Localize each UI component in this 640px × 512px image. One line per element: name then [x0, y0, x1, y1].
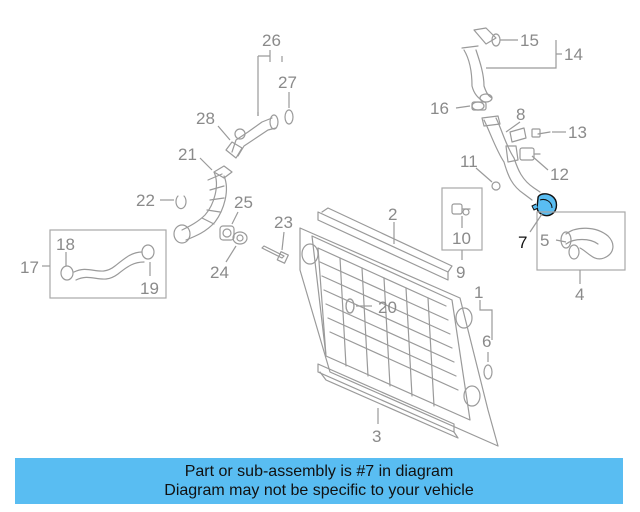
callout-9: 9: [456, 263, 465, 282]
info-banner: Part or sub-assembly is #7 in diagram Di…: [15, 458, 623, 504]
pipe-part-15[interactable]: [461, 27, 501, 103]
callout-28: 28: [196, 109, 215, 128]
callout-12: 12: [550, 165, 569, 184]
callout-4: 4: [575, 285, 584, 304]
bolt-part-24[interactable]: [232, 231, 248, 245]
hose-part-21[interactable]: [173, 165, 233, 244]
clamp-part-20[interactable]: [345, 298, 355, 314]
callout-11: 11: [460, 152, 478, 171]
callout-18: 18: [56, 235, 75, 254]
callout-10: 10: [452, 229, 471, 248]
callout-6: 6: [482, 332, 491, 351]
callout-5: 5: [540, 231, 549, 250]
callout-13: 13: [568, 123, 587, 142]
callout-23: 23: [274, 213, 293, 232]
callout-17: 17: [20, 258, 39, 277]
air-guide-part-2[interactable]: [317, 207, 453, 281]
bolt-part-10[interactable]: [451, 203, 471, 216]
banner-line-1: Part or sub-assembly is #7 in diagram: [184, 463, 454, 480]
pipe-part-28[interactable]: [225, 114, 279, 159]
callout-24: 24: [210, 263, 229, 282]
clamp-part-6[interactable]: [483, 364, 493, 380]
callout-25: 25: [234, 193, 253, 212]
callout-15: 15: [520, 31, 539, 50]
bracket-part-25[interactable]: [219, 225, 235, 241]
callout-26: 26: [262, 31, 281, 50]
sensor-part-12[interactable]: [519, 147, 541, 161]
banner-line-2: Diagram may not be specific to your vehi…: [164, 482, 474, 499]
clamp-part-27[interactable]: [284, 109, 294, 125]
bolt-part-13[interactable]: [531, 128, 551, 138]
callout-2: 2: [388, 205, 397, 224]
callout-14: 14: [564, 45, 583, 64]
leader-lines: [42, 39, 581, 424]
callout-27: 27: [278, 73, 297, 92]
callout-16: 16: [430, 99, 449, 118]
callout-3: 3: [372, 427, 381, 446]
hose-part-17[interactable]: [60, 244, 155, 281]
air-guide-part-3[interactable]: [317, 363, 459, 439]
callout-8: 8: [516, 105, 525, 124]
group-box-4: [536, 211, 626, 271]
pipe-part-8[interactable]: [481, 115, 541, 201]
hose-part-4[interactable]: [560, 227, 614, 260]
clamp-part-22[interactable]: [175, 195, 187, 210]
clamp-part-7-highlighted[interactable]: [531, 193, 558, 217]
nut-part-11[interactable]: [491, 181, 501, 191]
group-box-17: [49, 229, 167, 299]
callout-21: 21: [178, 145, 197, 164]
callout-22: 22: [136, 191, 155, 210]
clamp-part-16[interactable]: [471, 101, 487, 111]
callout-7-highlighted: 7: [518, 233, 527, 252]
callout-20: 20: [378, 298, 397, 317]
callout-1: 1: [474, 283, 483, 302]
intercooler-part-1[interactable]: [299, 227, 499, 447]
bolt-part-23[interactable]: [261, 245, 289, 264]
callout-19: 19: [140, 279, 159, 298]
